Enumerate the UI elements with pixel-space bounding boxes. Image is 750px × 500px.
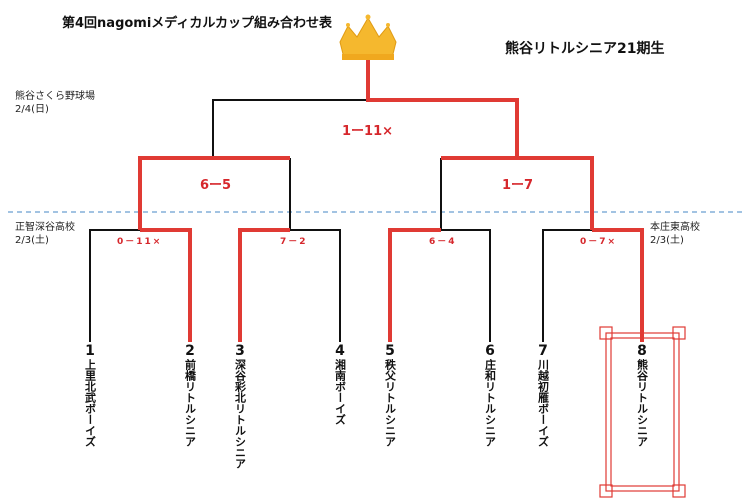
qf4-score: 0－7×	[580, 237, 618, 247]
team-title: 熊谷リトルシニア21期生	[505, 41, 665, 57]
team-name: 前橋リトルシニア	[183, 359, 197, 447]
page-title: 第4回nagomiメディカルカップ組み合わせ表	[62, 16, 333, 31]
highlight-frame	[599, 326, 686, 498]
right-venue-name: 本庄東高校	[650, 222, 700, 233]
semi-right-score: 1ー7	[502, 178, 534, 193]
team-1: 1 上里北武ボーイズ	[82, 343, 98, 447]
team-name: 湘南ボーイズ	[333, 359, 347, 425]
team-4: 4 湘南ボーイズ	[332, 343, 348, 425]
final-venue-date: 2/4(日)	[15, 104, 49, 115]
team-number: 5	[385, 343, 395, 359]
team-number: 4	[335, 343, 345, 359]
semi-left-score: 6ー5	[200, 178, 232, 193]
team-6: 6 庄和リトルシニア	[482, 343, 498, 447]
loser-lines	[89, 99, 592, 342]
team-number: 8	[637, 343, 647, 359]
team-number: 7	[538, 343, 548, 359]
winner-lines	[138, 60, 644, 342]
qf1-score: 0－11×	[117, 237, 163, 247]
final-score: 1ー11×	[342, 124, 394, 139]
team-5: 5 秩父リトルシニア	[382, 343, 398, 447]
qf2-score: 7－2	[280, 237, 308, 247]
team-8: 8 熊谷リトルシニア	[634, 343, 650, 447]
team-name: 川越初雁ボーイズ	[536, 359, 550, 447]
team-name: 上里北武ボーイズ	[83, 359, 97, 447]
team-7: 7 川越初雁ボーイズ	[535, 343, 551, 447]
team-name: 深谷彩北リトルシニア	[233, 359, 247, 469]
final-venue-name: 熊谷さくら野球場	[15, 91, 95, 102]
left-venue-date: 2/3(土)	[15, 235, 49, 246]
left-venue: 正智深谷高校 2/3(土)	[15, 221, 75, 247]
team-3: 3 深谷彩北リトルシニア	[232, 343, 248, 469]
crown-icon	[339, 14, 397, 60]
team-name: 秩父リトルシニア	[383, 359, 397, 447]
team-name: 庄和リトルシニア	[483, 359, 497, 447]
right-venue: 本庄東高校 2/3(土)	[650, 221, 700, 247]
team-number: 2	[185, 343, 195, 359]
final-venue: 熊谷さくら野球場 2/4(日)	[15, 90, 95, 116]
team-2: 2 前橋リトルシニア	[182, 343, 198, 447]
right-venue-date: 2/3(土)	[650, 235, 684, 246]
team-number: 3	[235, 343, 245, 359]
team-number: 6	[485, 343, 495, 359]
team-number: 1	[85, 343, 95, 359]
left-venue-name: 正智深谷高校	[15, 222, 75, 233]
team-name: 熊谷リトルシニア	[635, 359, 649, 447]
qf3-score: 6－4	[429, 237, 457, 247]
